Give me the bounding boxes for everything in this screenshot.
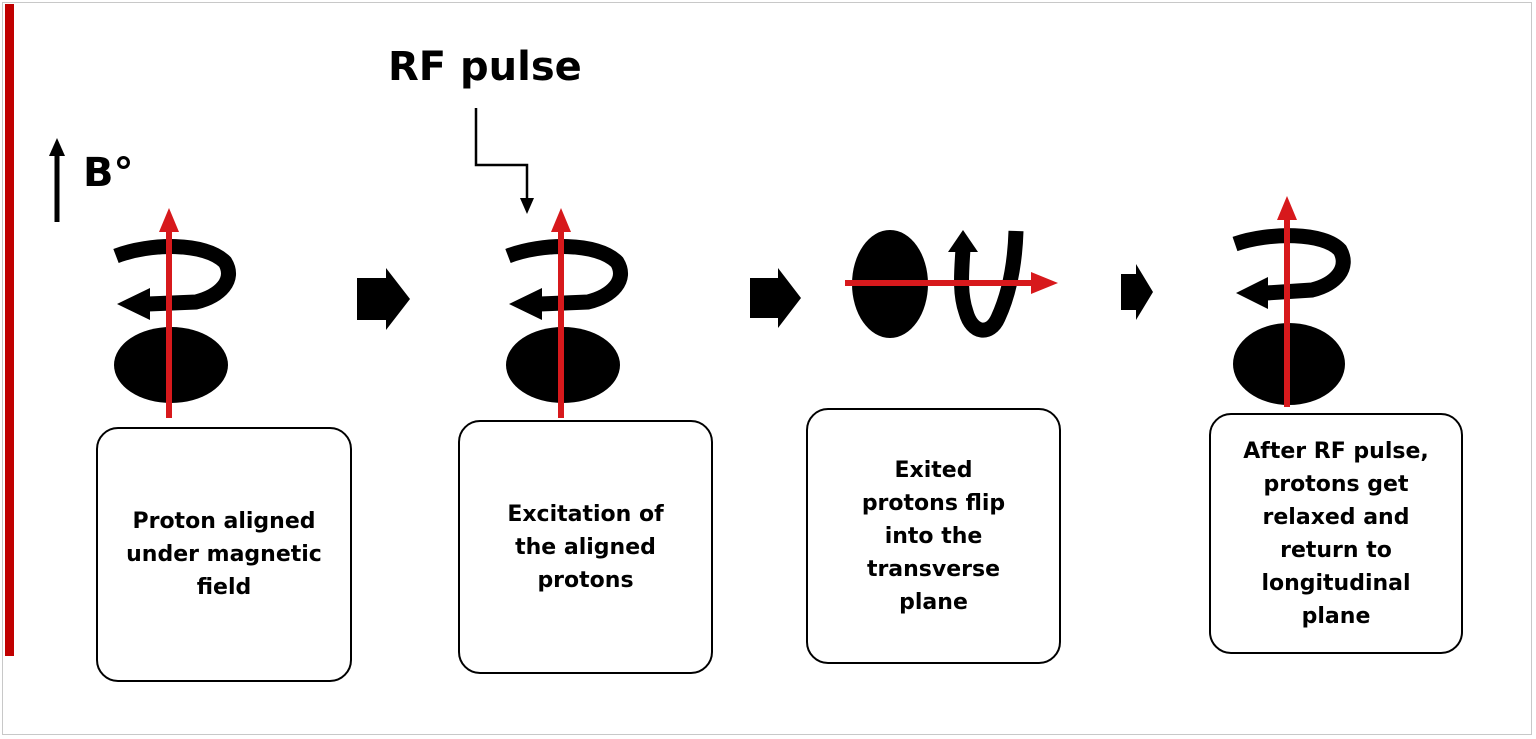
step-arrow-icon <box>357 268 410 330</box>
magnetic-moment-arrow-icon <box>1277 196 1297 407</box>
rf-pulse-arrow-icon <box>474 108 534 214</box>
proton-1 <box>113 208 236 418</box>
step-box-3: Exited protons flip into the transverse … <box>806 408 1061 664</box>
step-arrow-icon <box>750 268 801 328</box>
proton-2 <box>505 208 628 418</box>
proton-4 <box>1232 196 1351 407</box>
rf-pulse-label: RF pulse <box>388 44 582 90</box>
step-text: Proton aligned under magnetic field <box>126 509 322 600</box>
step-text: Exited protons flip into the transverse … <box>861 457 1006 615</box>
step-arrow-icon <box>1121 264 1153 320</box>
accent-bar <box>5 4 14 656</box>
spin-arrow-icon <box>1232 228 1351 301</box>
spin-arrow-icon <box>113 239 236 312</box>
step-box-2: Excitation of the aligned protons <box>458 420 713 674</box>
spin-arrow-icon <box>505 239 628 312</box>
magnetic-moment-arrow-icon <box>159 208 179 418</box>
step-box-1: Proton aligned under magnetic field <box>96 427 352 682</box>
step-text: After RF pulse, protons get relaxed and … <box>1243 438 1429 629</box>
b0-label: B° <box>83 150 134 196</box>
b0-field-arrow-icon <box>49 138 65 222</box>
magnetic-moment-arrow-icon <box>845 272 1058 294</box>
magnetic-moment-arrow-icon <box>551 208 571 418</box>
step-box-4: After RF pulse, protons get relaxed and … <box>1209 413 1463 654</box>
proton-3 <box>845 230 1058 338</box>
step-text: Excitation of the aligned protons <box>507 501 664 593</box>
